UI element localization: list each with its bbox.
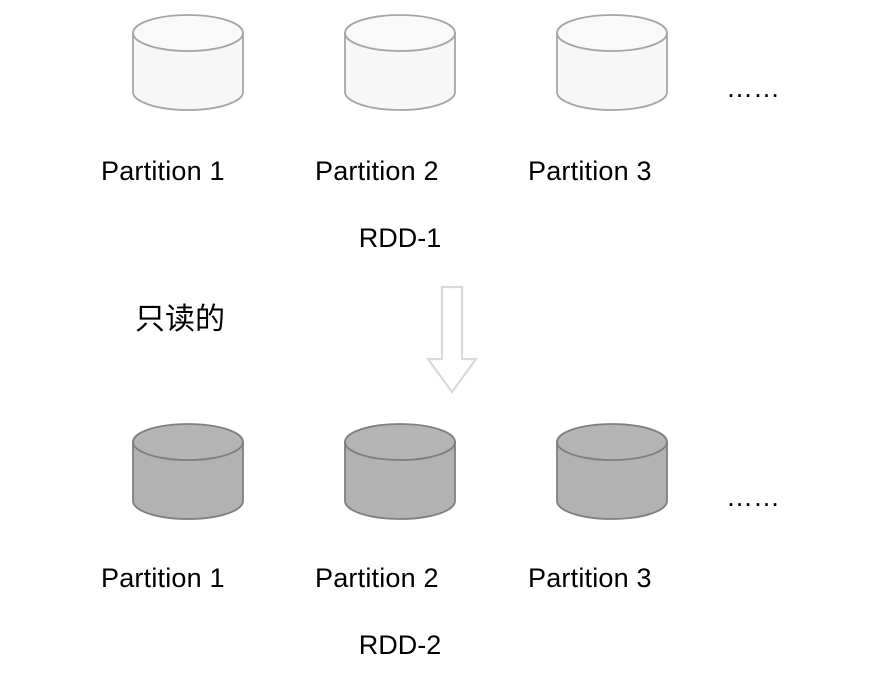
partition-label-rdd1-2: Partition 2 (315, 156, 439, 186)
rdd-label-bottom: RDD-2 (358, 630, 442, 660)
ellipsis-rdd2: …… (726, 482, 780, 512)
partition-label-rdd1-1: Partition 1 (101, 156, 225, 186)
read-only-annotation: 只读的 (135, 302, 225, 337)
cylinder-icon-rdd1-partition-1 (132, 14, 244, 111)
cylinder-icon-rdd2-partition-2 (344, 423, 456, 520)
down-block-arrow-icon (425, 285, 479, 394)
cylinder-icon-rdd2-partition-1 (132, 423, 244, 520)
rdd-label-top: RDD-1 (358, 223, 442, 253)
cylinder-icon-rdd1-partition-2 (344, 14, 456, 111)
ellipsis-rdd1: …… (726, 73, 780, 103)
partition-label-rdd2-3: Partition 3 (528, 563, 652, 593)
cylinder-icon-rdd2-partition-3 (556, 423, 668, 520)
partition-label-rdd2-1: Partition 1 (101, 563, 225, 593)
cylinder-icon-rdd1-partition-3 (556, 14, 668, 111)
partition-label-rdd1-3: Partition 3 (528, 156, 652, 186)
partition-label-rdd2-2: Partition 2 (315, 563, 439, 593)
